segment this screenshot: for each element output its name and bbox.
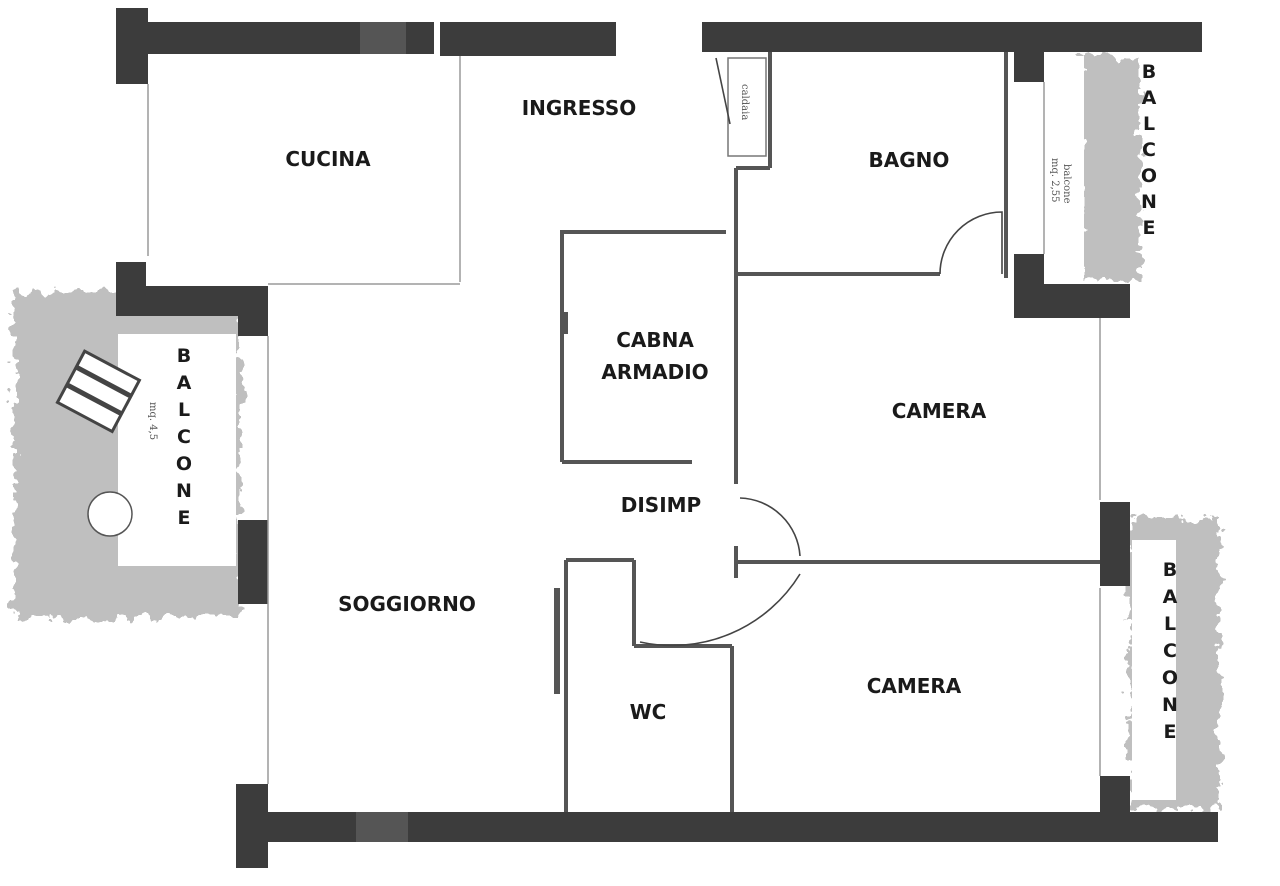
room-label-soggiorno: SOGGIORNO <box>338 592 476 616</box>
balcone-note-upper: balcone <box>1061 164 1072 204</box>
balcony-letter: A <box>1163 586 1178 608</box>
balcony-letter: N <box>1141 191 1157 213</box>
balcony-letter: B <box>1142 61 1156 83</box>
balcony-floors <box>118 56 1176 800</box>
room-label-camera-2: CAMERA <box>867 674 962 698</box>
balcony-letter: B <box>1163 559 1177 581</box>
room-labels: CUCINA INGRESSO BAGNO CABNA ARMADIO CAME… <box>285 96 986 724</box>
room-label-bagno: BAGNO <box>869 148 950 172</box>
balcone-area-west: mq. 4,5 <box>147 402 158 440</box>
balcony-letter: A <box>1142 87 1157 109</box>
balcony-notes: balcone mq. 2,55 mq. 4,5 <box>147 158 1072 440</box>
interior-walls <box>147 52 1101 812</box>
balcony-letter: O <box>176 453 192 475</box>
balcony-letter: L <box>1143 113 1155 135</box>
balcony-letter: E <box>1164 721 1177 743</box>
doors <box>639 57 1003 647</box>
balcony-floor-east-lower <box>1132 540 1176 800</box>
balcony-floor-east-upper <box>1044 56 1084 278</box>
balcony-letter: C <box>1142 139 1156 161</box>
door-camera-1 <box>739 497 801 557</box>
room-label-disimp: DISIMP <box>621 493 701 517</box>
balcony-floor-west <box>118 334 236 566</box>
room-label-ingresso: INGRESSO <box>522 96 637 120</box>
balcony-letter: L <box>178 399 190 421</box>
balcony-letter: N <box>1162 694 1178 716</box>
room-label-cabina-line1: CABNA <box>616 328 694 352</box>
balcony-letter: E <box>1143 217 1156 239</box>
round-table-icon <box>87 491 133 537</box>
door-bagno <box>939 211 1003 275</box>
balcony-letter: C <box>1163 640 1177 662</box>
room-label-cucina: CUCINA <box>285 147 371 171</box>
balcony-letter: C <box>177 426 191 448</box>
balcony-letter: B <box>177 345 191 367</box>
door-camera-2 <box>639 573 801 647</box>
balcony-letter: N <box>176 480 192 502</box>
balcony-letter: O <box>1141 165 1157 187</box>
boiler-closet: caldaia <box>727 57 767 157</box>
balcony-letter: L <box>1164 613 1176 635</box>
room-label-cabina-line2: ARMADIO <box>601 360 708 384</box>
balcony-letter: A <box>177 372 192 394</box>
balcony-letter: O <box>1162 667 1178 689</box>
room-label-wc: WC <box>630 700 667 724</box>
room-label-camera-1: CAMERA <box>892 399 987 423</box>
balcone-area-upper: mq. 2,55 <box>1049 158 1060 203</box>
exterior-walls <box>116 8 1218 868</box>
balcony-letter: E <box>178 507 191 529</box>
door-ingresso <box>715 57 731 125</box>
deck-chair-icon <box>55 349 142 434</box>
planter-east-upper <box>1082 58 1140 280</box>
boiler-note: caldaia <box>739 84 750 120</box>
balcony-furniture <box>55 349 142 537</box>
